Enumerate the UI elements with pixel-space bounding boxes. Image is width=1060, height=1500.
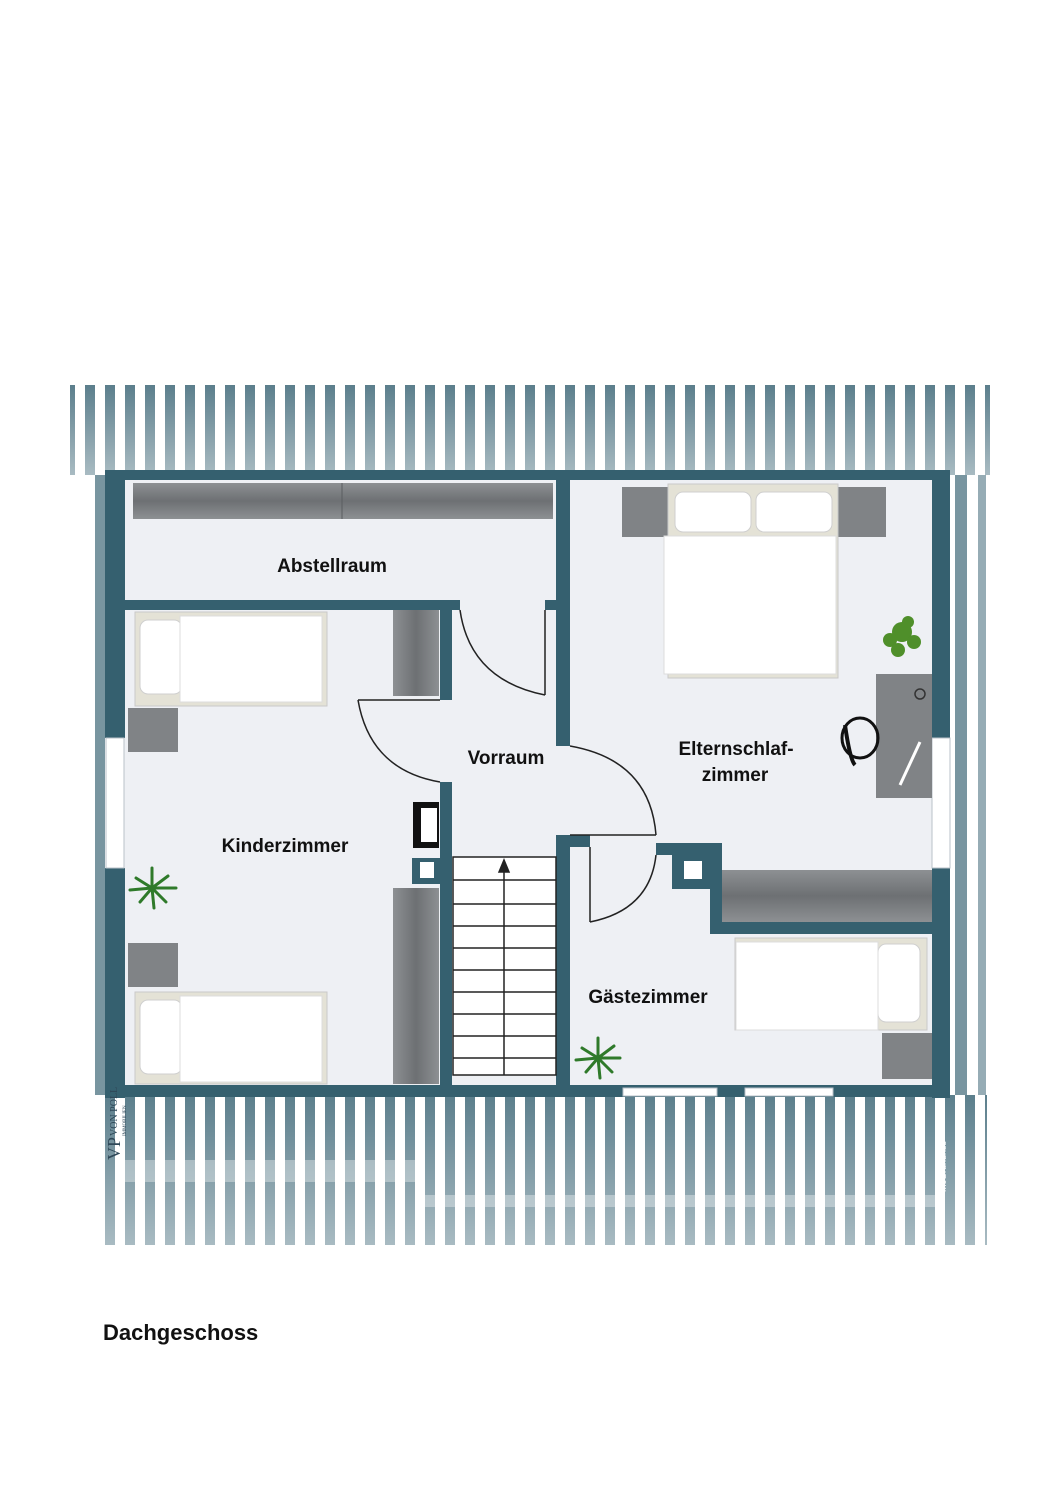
plant-elternschlafzimmer <box>883 616 921 657</box>
desk <box>876 674 932 798</box>
chair <box>840 716 880 767</box>
room-label-abstellraum: Abstellraum <box>277 556 387 577</box>
room-label-gaestezimmer: Gästezimmer <box>588 987 708 1008</box>
vonpoll-logo: VP VON POLL IMMOBILIEN <box>104 1087 128 1160</box>
walls <box>105 470 950 1098</box>
logo-monogram: VP <box>104 1137 124 1160</box>
staircase <box>452 856 557 1076</box>
beds <box>134 483 928 1085</box>
room-label-elternschlafzimmer-1: Elternschlaf- <box>678 739 793 760</box>
radiator <box>413 802 439 848</box>
plant-kinderzimmer <box>128 866 178 910</box>
roof-right <box>955 475 986 1245</box>
doors <box>357 600 657 923</box>
roof-left <box>95 475 105 1245</box>
credit-text: McGrundriss <box>938 1140 948 1192</box>
roof-top <box>70 385 990 475</box>
room-label-kinderzimmer: Kinderzimmer <box>222 836 349 857</box>
logo-sub: IMMOBILIEN <box>123 1105 128 1136</box>
plant-gaestezimmer <box>574 1036 622 1080</box>
roof-bottom <box>95 1095 987 1245</box>
cabinets <box>128 483 932 1084</box>
credit-label: McGrundriss <box>938 1140 948 1192</box>
logo-name: VON POLL <box>109 1087 120 1136</box>
room-label-elternschlafzimmer-2: zimmer <box>702 765 769 786</box>
windows <box>105 737 951 1097</box>
floor-title: Dachgeschoss <box>103 1320 259 1345</box>
room-label-vorraum: Vorraum <box>468 748 545 769</box>
